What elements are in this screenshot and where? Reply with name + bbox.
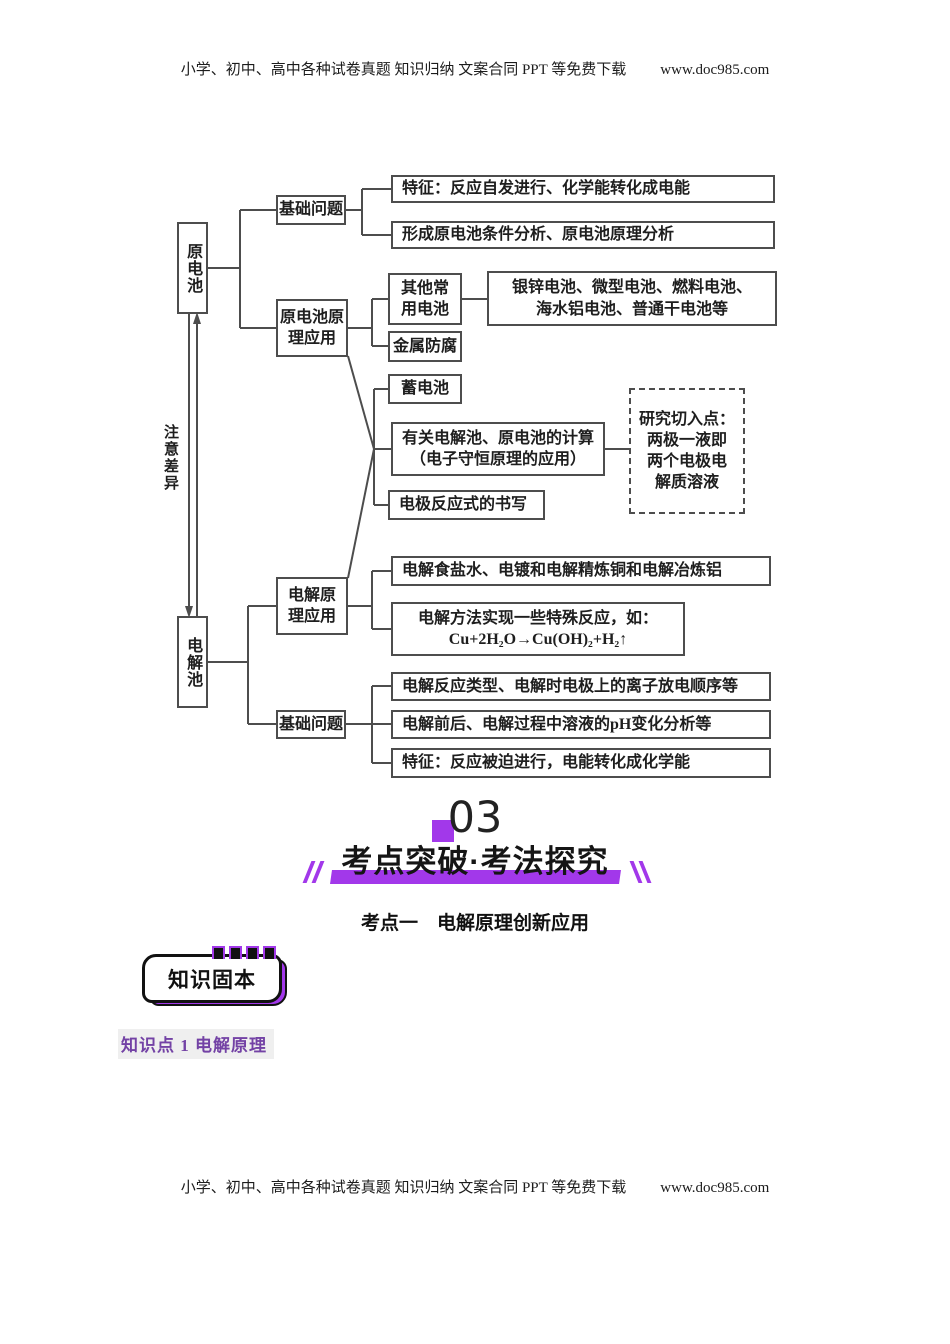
node-ph-change-analysis: 电解前后、电解过程中溶液的pH变化分析等 — [391, 710, 771, 739]
page-footer: 小学、初中、高中各种试卷真题 知识归纳 文案合同 PPT 等免费下载 www.do… — [0, 1176, 950, 1197]
node-metal-corrosion-protection: 金属防腐 — [388, 331, 462, 362]
label-note-difference: 注意差异 — [162, 424, 178, 492]
banner-left-slashes-icon — [302, 861, 325, 883]
node-galvanic-principle-application: 原电池原 理应用 — [276, 299, 348, 357]
node-feature-spontaneous: 特征：反应自发进行、化学能转化成电能 — [391, 175, 775, 203]
node-battery-examples: 银锌电池、微型电池、燃料电池、 海水铝电池、普通干电池等 — [487, 271, 777, 326]
node-research-entry-point: 研究切入点： 两极一液即 两个电极电 解质溶液 — [629, 388, 745, 514]
node-special-reactions: 电解方法实现一些特殊反应，如： Cu+2H₂O→Cu(OH)₂+H₂↑ — [391, 602, 685, 656]
node-electrolysis-reaction-types: 电解反应类型、电解时电极上的离子放电顺序等 — [391, 672, 771, 701]
knowledge-point-heading: 知识点 1 电解原理 — [118, 1029, 274, 1059]
exam-point-subtitle: 考点一 电解原理创新应用 — [360, 913, 589, 934]
badge-label: 知识固本 — [142, 954, 282, 1003]
banner-title: 考点突破·考法探究 — [341, 844, 609, 879]
footer-text: 小学、初中、高中各种试卷真题 知识归纳 文案合同 PPT 等免费下载 — [180, 1180, 627, 1196]
badge-notches-icon — [212, 946, 276, 959]
node-feature-forced: 特征：反应被迫进行，电能转化成化学能 — [391, 748, 771, 778]
node-electrode-equation-writing: 电极反应式的书写 — [388, 490, 545, 520]
node-electrolysis-principle-application: 电解原 理应用 — [276, 577, 348, 635]
section-banner: 考点突破·考法探究 — [0, 836, 950, 884]
header-url: www.doc985.com — [660, 62, 770, 78]
section-number: 03 — [0, 797, 950, 842]
node-formation-analysis: 形成原电池条件分析、原电池原理分析 — [391, 221, 775, 249]
header-text: 小学、初中、高中各种试卷真题 知识归纳 文案合同 PPT 等免费下载 — [180, 62, 627, 78]
section-number-text: 03 — [447, 793, 503, 843]
node-cell-calculations: 有关电解池、原电池的计算 （电子守恒原理的应用） — [391, 422, 605, 476]
node-basic-problems-bottom: 基础问题 — [276, 710, 346, 739]
node-electrolytic-cell: 电解池 — [177, 616, 208, 708]
node-galvanic-cell: 原电池 — [177, 222, 208, 314]
knowledge-badge: 知识固本 — [140, 946, 290, 1010]
node-other-batteries: 其他常 用电池 — [388, 273, 462, 325]
node-basic-problems-top: 基础问题 — [276, 195, 346, 225]
footer-url: www.doc985.com — [660, 1180, 770, 1196]
purple-square-decoration — [431, 820, 454, 842]
page-header: 小学、初中、高中各种试卷真题 知识归纳 文案合同 PPT 等免费下载 www.do… — [0, 58, 950, 79]
node-storage-battery: 蓄电池 — [388, 374, 462, 404]
banner-right-slashes-icon — [629, 861, 652, 883]
node-electrolysis-applications: 电解食盐水、电镀和电解精炼铜和电解冶炼铝 — [391, 556, 771, 586]
